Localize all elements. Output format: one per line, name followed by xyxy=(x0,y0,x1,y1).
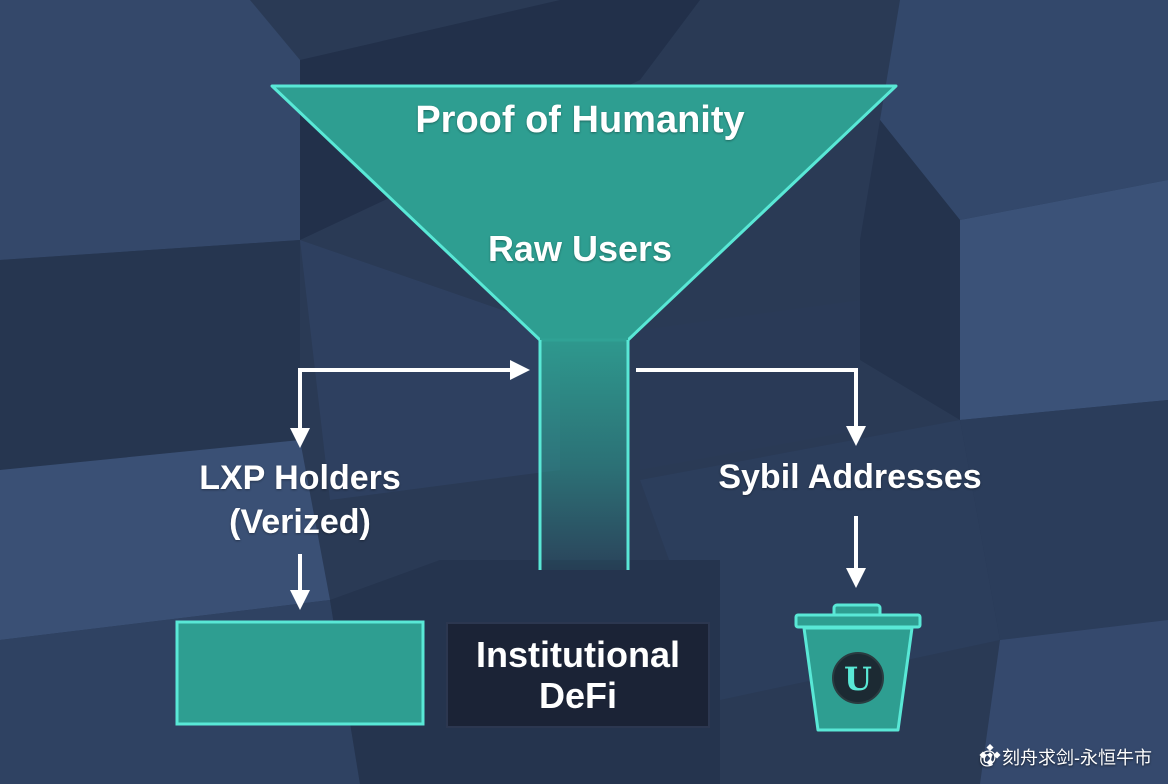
funnel-stem xyxy=(540,338,628,570)
trash-can-icon xyxy=(794,603,922,732)
watermark: @ 刻舟求剑-永恒牛市 xyxy=(979,744,1152,770)
funnel-title: Proof of Humanity xyxy=(415,99,745,141)
flow-arrows xyxy=(290,360,866,610)
funnel-subtitle: Raw Users xyxy=(487,228,673,269)
watermark-text: @ 刻舟求剑-永恒牛市 xyxy=(978,748,1152,768)
lxp-holders-line2: (Verized) xyxy=(229,503,371,542)
lxp-holders-box xyxy=(175,620,425,726)
trash-emblem-letter: U xyxy=(844,660,872,698)
institutional-defi-box: Institutional DeFi xyxy=(446,622,710,728)
institutional-defi-line2: DeFi xyxy=(538,675,617,716)
binance-diamond-icon xyxy=(979,744,1001,766)
funnel xyxy=(270,84,898,570)
sybil-addresses-label: Sybil Addresses xyxy=(718,458,982,496)
lxp-holders-line1: LXP Holders xyxy=(199,459,401,497)
institutional-defi-line1: Institutional xyxy=(476,633,680,675)
lxp-holders-label: LXP Holders (Verized) xyxy=(150,456,450,544)
arrow-to-sybil xyxy=(636,368,866,446)
